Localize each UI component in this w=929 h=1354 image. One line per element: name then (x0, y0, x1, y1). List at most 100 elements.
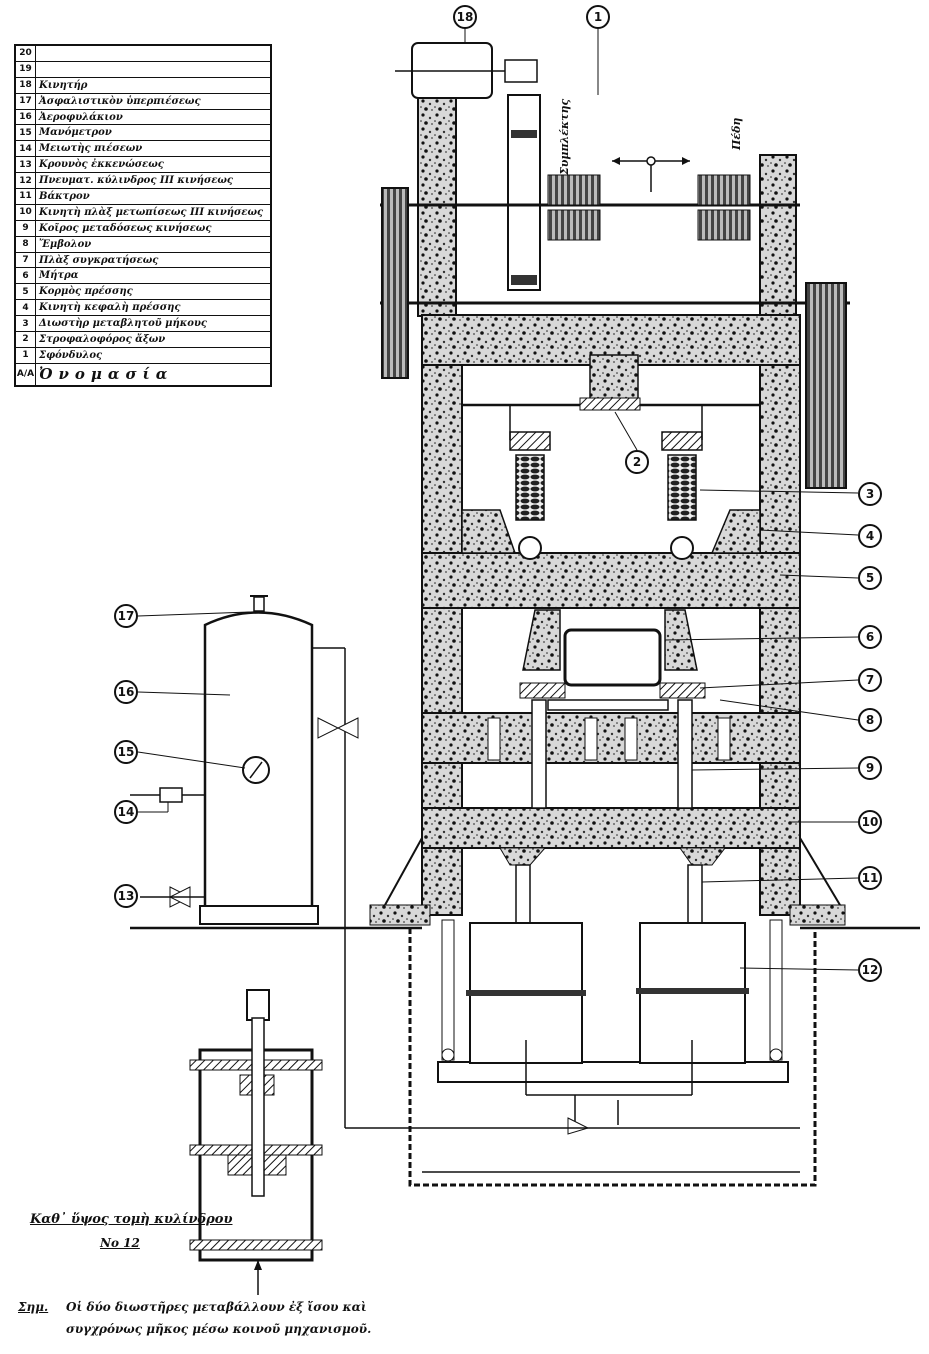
legend-num: 18 (16, 77, 36, 93)
legend-num: 7 (16, 252, 36, 268)
legend-num: 4 (16, 300, 36, 316)
callout-6: 6 (858, 625, 882, 649)
legend-name: Διωστὴρ μεταβλητοῦ μήκους (39, 318, 207, 330)
callout-16: 16 (114, 680, 138, 704)
legend-num: 14 (16, 141, 36, 157)
legend-num: 2 (16, 332, 36, 347)
foundation-pit (408, 919, 817, 1187)
flywheel-left (381, 187, 409, 379)
clutch-label: Συμπλέκτης (558, 98, 571, 175)
legend-name: Μανόμετρον (39, 127, 112, 139)
legend-name (36, 62, 270, 77)
legend-num: 11 (16, 189, 36, 204)
section-caption-line1: Καθ᾽ ὕψος τομὴ κυλίνδρου (30, 1212, 233, 1227)
legend-num: 8 (16, 236, 36, 252)
brake-label: Πέδη (730, 117, 743, 150)
legend-name: Μήτρα (39, 270, 79, 282)
callout-11: 11 (858, 866, 882, 890)
crank-and-rods (462, 397, 760, 560)
legend-num: 6 (16, 268, 36, 284)
callout-18: 18 (453, 5, 477, 29)
legend-name: Κορμὸς πρέσσης (39, 286, 133, 298)
callout-1: 1 (586, 5, 610, 29)
leader-lines (137, 28, 859, 971)
legend-num: 16 (16, 109, 36, 125)
legend-name: Ἔμβολον (39, 238, 92, 250)
legend-num: 13 (16, 157, 36, 173)
legend-row: 20 (16, 46, 270, 62)
pneumatic-cylinders (466, 922, 749, 1135)
press-body (421, 314, 801, 916)
legend-num: 20 (16, 46, 36, 61)
callout-3: 3 (858, 482, 882, 506)
legend-name: Σφόνδυλος (39, 349, 103, 361)
note-line1: Οἱ δύο διωστῆρες μεταβάλλουν ἐξ ἴσου καὶ (66, 1300, 367, 1314)
legend-name: Μειωτὴς πιέσεων (39, 143, 143, 155)
transmission-rod-right (677, 699, 693, 809)
ground-line (130, 904, 920, 930)
section-caption-line2: Νο 12 (100, 1236, 140, 1250)
callout-7: 7 (858, 668, 882, 692)
legend-num: 10 (16, 204, 36, 220)
legend-num: 3 (16, 316, 36, 332)
callout-15: 15 (114, 740, 138, 764)
legend-name: Κινητήρ (39, 79, 88, 91)
motor-column (417, 97, 457, 317)
legend-name: Ἀεροφυλάκιον (39, 111, 123, 123)
legend-row: 19 (16, 61, 270, 78)
callout-8: 8 (858, 708, 882, 732)
legend-num: 12 (16, 173, 36, 189)
legend-name: Κινητὴ πλὰξ μετωπίσεως ΙΙΙ κινήσεως (39, 206, 264, 218)
legend-name: Κοῖρος μεταδόσεως κινήσεως (39, 222, 212, 234)
callout-9: 9 (858, 756, 882, 780)
legend-num: 9 (16, 220, 36, 236)
flywheel-right (805, 282, 847, 489)
note-line2: συγχρόνως μῆκος μέσω κοινοῦ μηχανισμοῦ. (66, 1322, 372, 1336)
cylinder-section (189, 989, 323, 1295)
piston-rod-left (515, 864, 531, 924)
legend-name: Στροφαλοφόρος ἄξων (39, 333, 166, 345)
legend-name (36, 46, 270, 61)
callout-2: 2 (625, 450, 649, 474)
legend-num: 19 (16, 61, 36, 77)
note-prefix: Σημ. (18, 1300, 49, 1314)
legend-num-header: Α/Α (16, 363, 36, 385)
belt-drive (507, 94, 541, 291)
air-receiver (130, 595, 800, 1129)
legend-name: Κρουνὸς ἐκκενώσεως (39, 159, 164, 171)
legend-num: 17 (16, 93, 36, 109)
callout-13: 13 (114, 884, 138, 908)
legend-name: Πνευματ. κύλινδρος ΙΙΙ κινήσεως (39, 175, 234, 187)
legend-num: 1 (16, 347, 36, 363)
upper-frame (380, 154, 850, 316)
die-assembly (487, 609, 731, 761)
callout-10: 10 (858, 810, 882, 834)
legend-name: Βάκτρον (39, 190, 90, 202)
motor (395, 42, 538, 99)
callout-14: 14 (114, 800, 138, 824)
legend-name: Ἀσφαλιστικὸν ὑπερπιέσεως (39, 95, 201, 107)
legend-num: 15 (16, 125, 36, 141)
legend-name-header: Ὀνομασία (39, 365, 174, 384)
legend-name: Κινητὴ κεφαλὴ πρέσσης (39, 302, 181, 314)
